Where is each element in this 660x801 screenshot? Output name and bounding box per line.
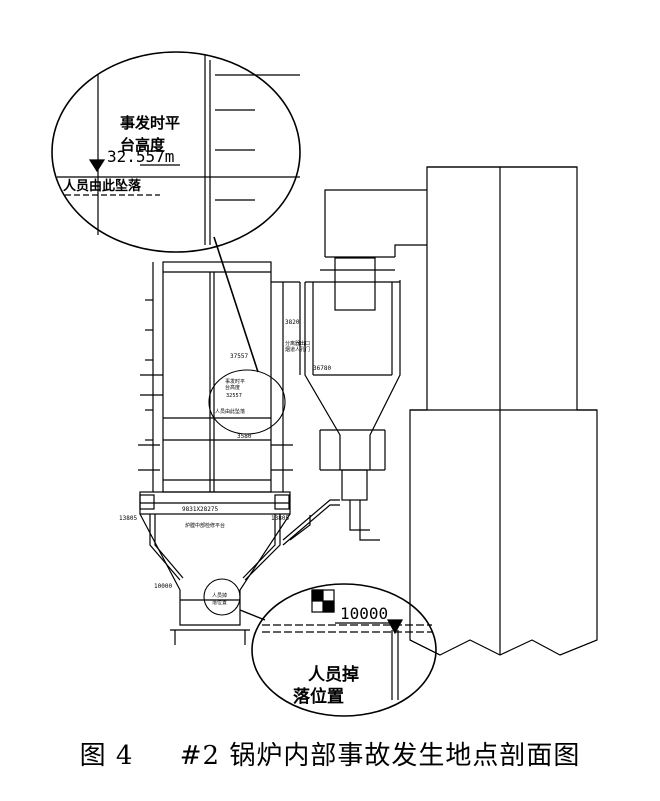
note-label: 落位置 — [212, 599, 227, 606]
note-label: 人员掉 — [212, 592, 227, 599]
dim-label: 13805 — [271, 515, 289, 522]
platform-elevation: 32.557m — [107, 147, 174, 166]
detail-circle-lower — [203, 578, 241, 616]
callout-top — [51, 51, 301, 253]
leader-line-lower — [239, 609, 266, 621]
furnace-body — [138, 261, 301, 493]
dim-label: 10000 — [154, 583, 172, 590]
fall-location-line2: 落位置 — [293, 686, 344, 707]
dim-label: 3820 — [285, 319, 300, 326]
fall-location-line1: 人员掉 — [308, 664, 359, 685]
dim-label: 36780 — [313, 365, 331, 372]
note-label: 炉膛中部检修平台 — [185, 522, 225, 529]
furnace-hopper — [139, 491, 340, 645]
dim-label: 13805 — [119, 515, 137, 522]
leader-line-upper — [213, 236, 259, 373]
platform-label-line2: 台高度 — [120, 136, 166, 154]
note-label: 台高度 — [225, 384, 240, 391]
figure-caption: 图 4 #2 锅炉内部事故发生地点剖面图 — [0, 735, 660, 772]
cyclone-separator — [304, 257, 401, 541]
fall-note: 人员由此坠落 — [63, 178, 142, 194]
figure-number: 图 4 — [79, 741, 134, 771]
callout-bottom — [251, 583, 437, 717]
dim-label: 3580 — [237, 433, 252, 440]
flue-duct — [324, 189, 427, 258]
note-label: 事发时平 — [225, 378, 245, 385]
note-label: 分离器出口 — [285, 340, 310, 347]
note-label: 烟道人孔门 — [285, 346, 310, 353]
platform-label-line1: 事发时平 — [120, 114, 180, 132]
figure-title: #2 锅炉内部事故发生地点剖面图 — [179, 741, 581, 771]
note-label: 32557 — [226, 393, 242, 399]
dim-label: 9831X28275 — [182, 506, 219, 513]
bottom-elevation: 10000 — [340, 604, 388, 623]
right-structure — [409, 166, 598, 656]
note-label: 人员由此坠落 — [215, 408, 245, 415]
dim-label: 37557 — [230, 353, 248, 360]
detail-circle-upper — [208, 369, 286, 435]
